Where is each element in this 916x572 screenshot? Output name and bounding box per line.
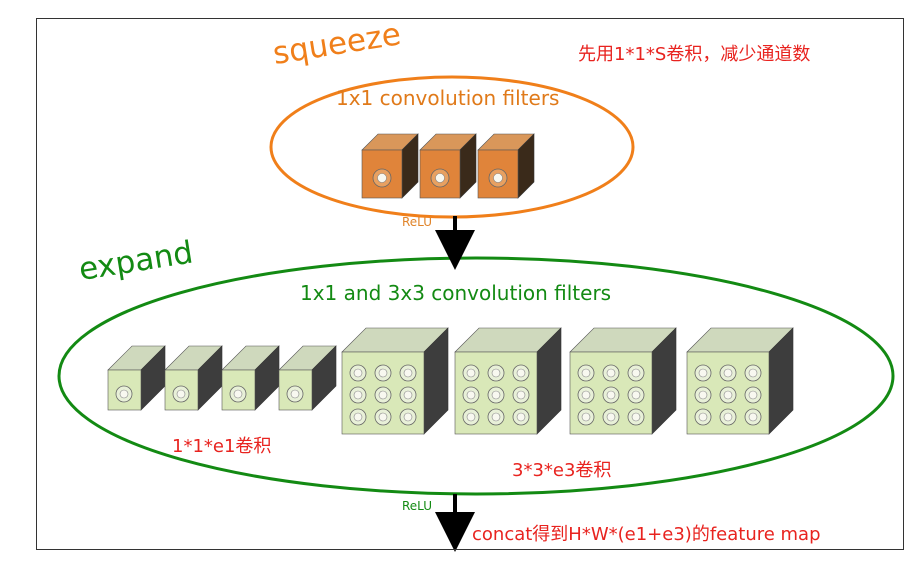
expand-3x3-filter-knob-center: [748, 412, 758, 422]
squeeze-filter-1: [361, 133, 419, 199]
expand-1x1-filter-3: [221, 345, 280, 411]
expand-1x1-filter-knob-center: [290, 389, 300, 399]
expand-3x3-filter-knob-center: [466, 368, 476, 378]
expand-3x3-filter-knob-center: [516, 368, 526, 378]
expand-3x3-filter-3: [569, 327, 677, 435]
expand-3x3-filter-knob-center: [723, 412, 733, 422]
squeeze-filter-knob-center: [493, 173, 503, 183]
expand-3x3-filter-knob-center: [403, 390, 413, 400]
expand-1x1-filters: [107, 345, 337, 411]
expand-ellipse: [57, 256, 895, 496]
diagram-frame: [36, 18, 904, 550]
squeeze-filter-3: [477, 133, 535, 199]
expand-3x3-filter-knob-center: [581, 390, 591, 400]
expand-3x3-filter-2: [454, 327, 562, 435]
expand-3x3-filter-knob-center: [631, 368, 641, 378]
expand-3x3-filter-knob-center: [378, 412, 388, 422]
expand-1x1-filter-4: [278, 345, 337, 411]
squeeze-ellipse: [269, 75, 635, 219]
squeeze-note: 先用1*1*S卷积，减少通道数: [578, 44, 811, 65]
expand-3x3-filter-knob-center: [516, 390, 526, 400]
expand-3x3-filter-knob-center: [581, 412, 591, 422]
expand-1x1-note: 1*1*e1卷积: [172, 436, 272, 457]
expand-3x3-filter-knob-center: [378, 368, 388, 378]
expand-1x1-filter-2: [164, 345, 223, 411]
expand-3x3-filter-knob-center: [606, 368, 616, 378]
expand-3x3-filter-knob-center: [353, 412, 363, 422]
expand-3x3-filter-knob-center: [698, 390, 708, 400]
expand-relu-label: ReLU: [402, 499, 433, 513]
expand-3x3-filter-knob-center: [606, 390, 616, 400]
expand-3x3-note: 3*3*e3卷积: [512, 460, 612, 481]
squeeze-subtitle: 1x1 convolution filters: [336, 86, 560, 110]
expand-3x3-filter-1: [341, 327, 449, 435]
expand-3x3-filter-knob-center: [403, 412, 413, 422]
expand-3x3-filter-4: [686, 327, 794, 435]
expand-3x3-filter-knob-center: [698, 412, 708, 422]
expand-3x3-filter-knob-center: [378, 390, 388, 400]
expand-subtitle: 1x1 and 3x3 convolution filters: [300, 281, 612, 305]
expand-3x3-filters: [341, 327, 794, 435]
expand-3x3-filter-knob-center: [491, 368, 501, 378]
expand-3x3-filter-knob-center: [606, 412, 616, 422]
expand-3x3-filter-knob-center: [353, 368, 363, 378]
expand-3x3-filter-knob-center: [353, 390, 363, 400]
expand-1x1-filter-knob-center: [176, 389, 186, 399]
expand-3x3-filter-knob-center: [516, 412, 526, 422]
expand-3x3-filter-knob-center: [723, 368, 733, 378]
expand-3x3-filter-knob-center: [581, 368, 591, 378]
expand-3x3-filter-knob-center: [466, 412, 476, 422]
expand-3x3-filter-knob-center: [466, 390, 476, 400]
squeeze-filters: [361, 133, 535, 199]
expand-3x3-filter-knob-center: [491, 412, 501, 422]
expand-3x3-filter-knob-center: [748, 390, 758, 400]
expand-1x1-filter-knob-center: [119, 389, 129, 399]
expand-3x3-filter-knob-center: [748, 368, 758, 378]
expand-1x1-filter-1: [107, 345, 166, 411]
expand-3x3-filter-knob-center: [631, 412, 641, 422]
expand-3x3-filter-knob-center: [723, 390, 733, 400]
squeeze-relu-label: ReLU: [402, 215, 433, 229]
expand-3x3-filter-knob-center: [698, 368, 708, 378]
squeeze-filter-knob-center: [435, 173, 445, 183]
expand-3x3-filter-knob-center: [491, 390, 501, 400]
output-note: concat得到H*W*(e1+e3)的feature map: [472, 524, 821, 545]
squeeze-filter-knob-center: [377, 173, 387, 183]
expand-3x3-filter-knob-center: [403, 368, 413, 378]
expand-1x1-filter-knob-center: [233, 389, 243, 399]
expand-3x3-filter-knob-center: [631, 390, 641, 400]
squeeze-filter-2: [419, 133, 477, 199]
